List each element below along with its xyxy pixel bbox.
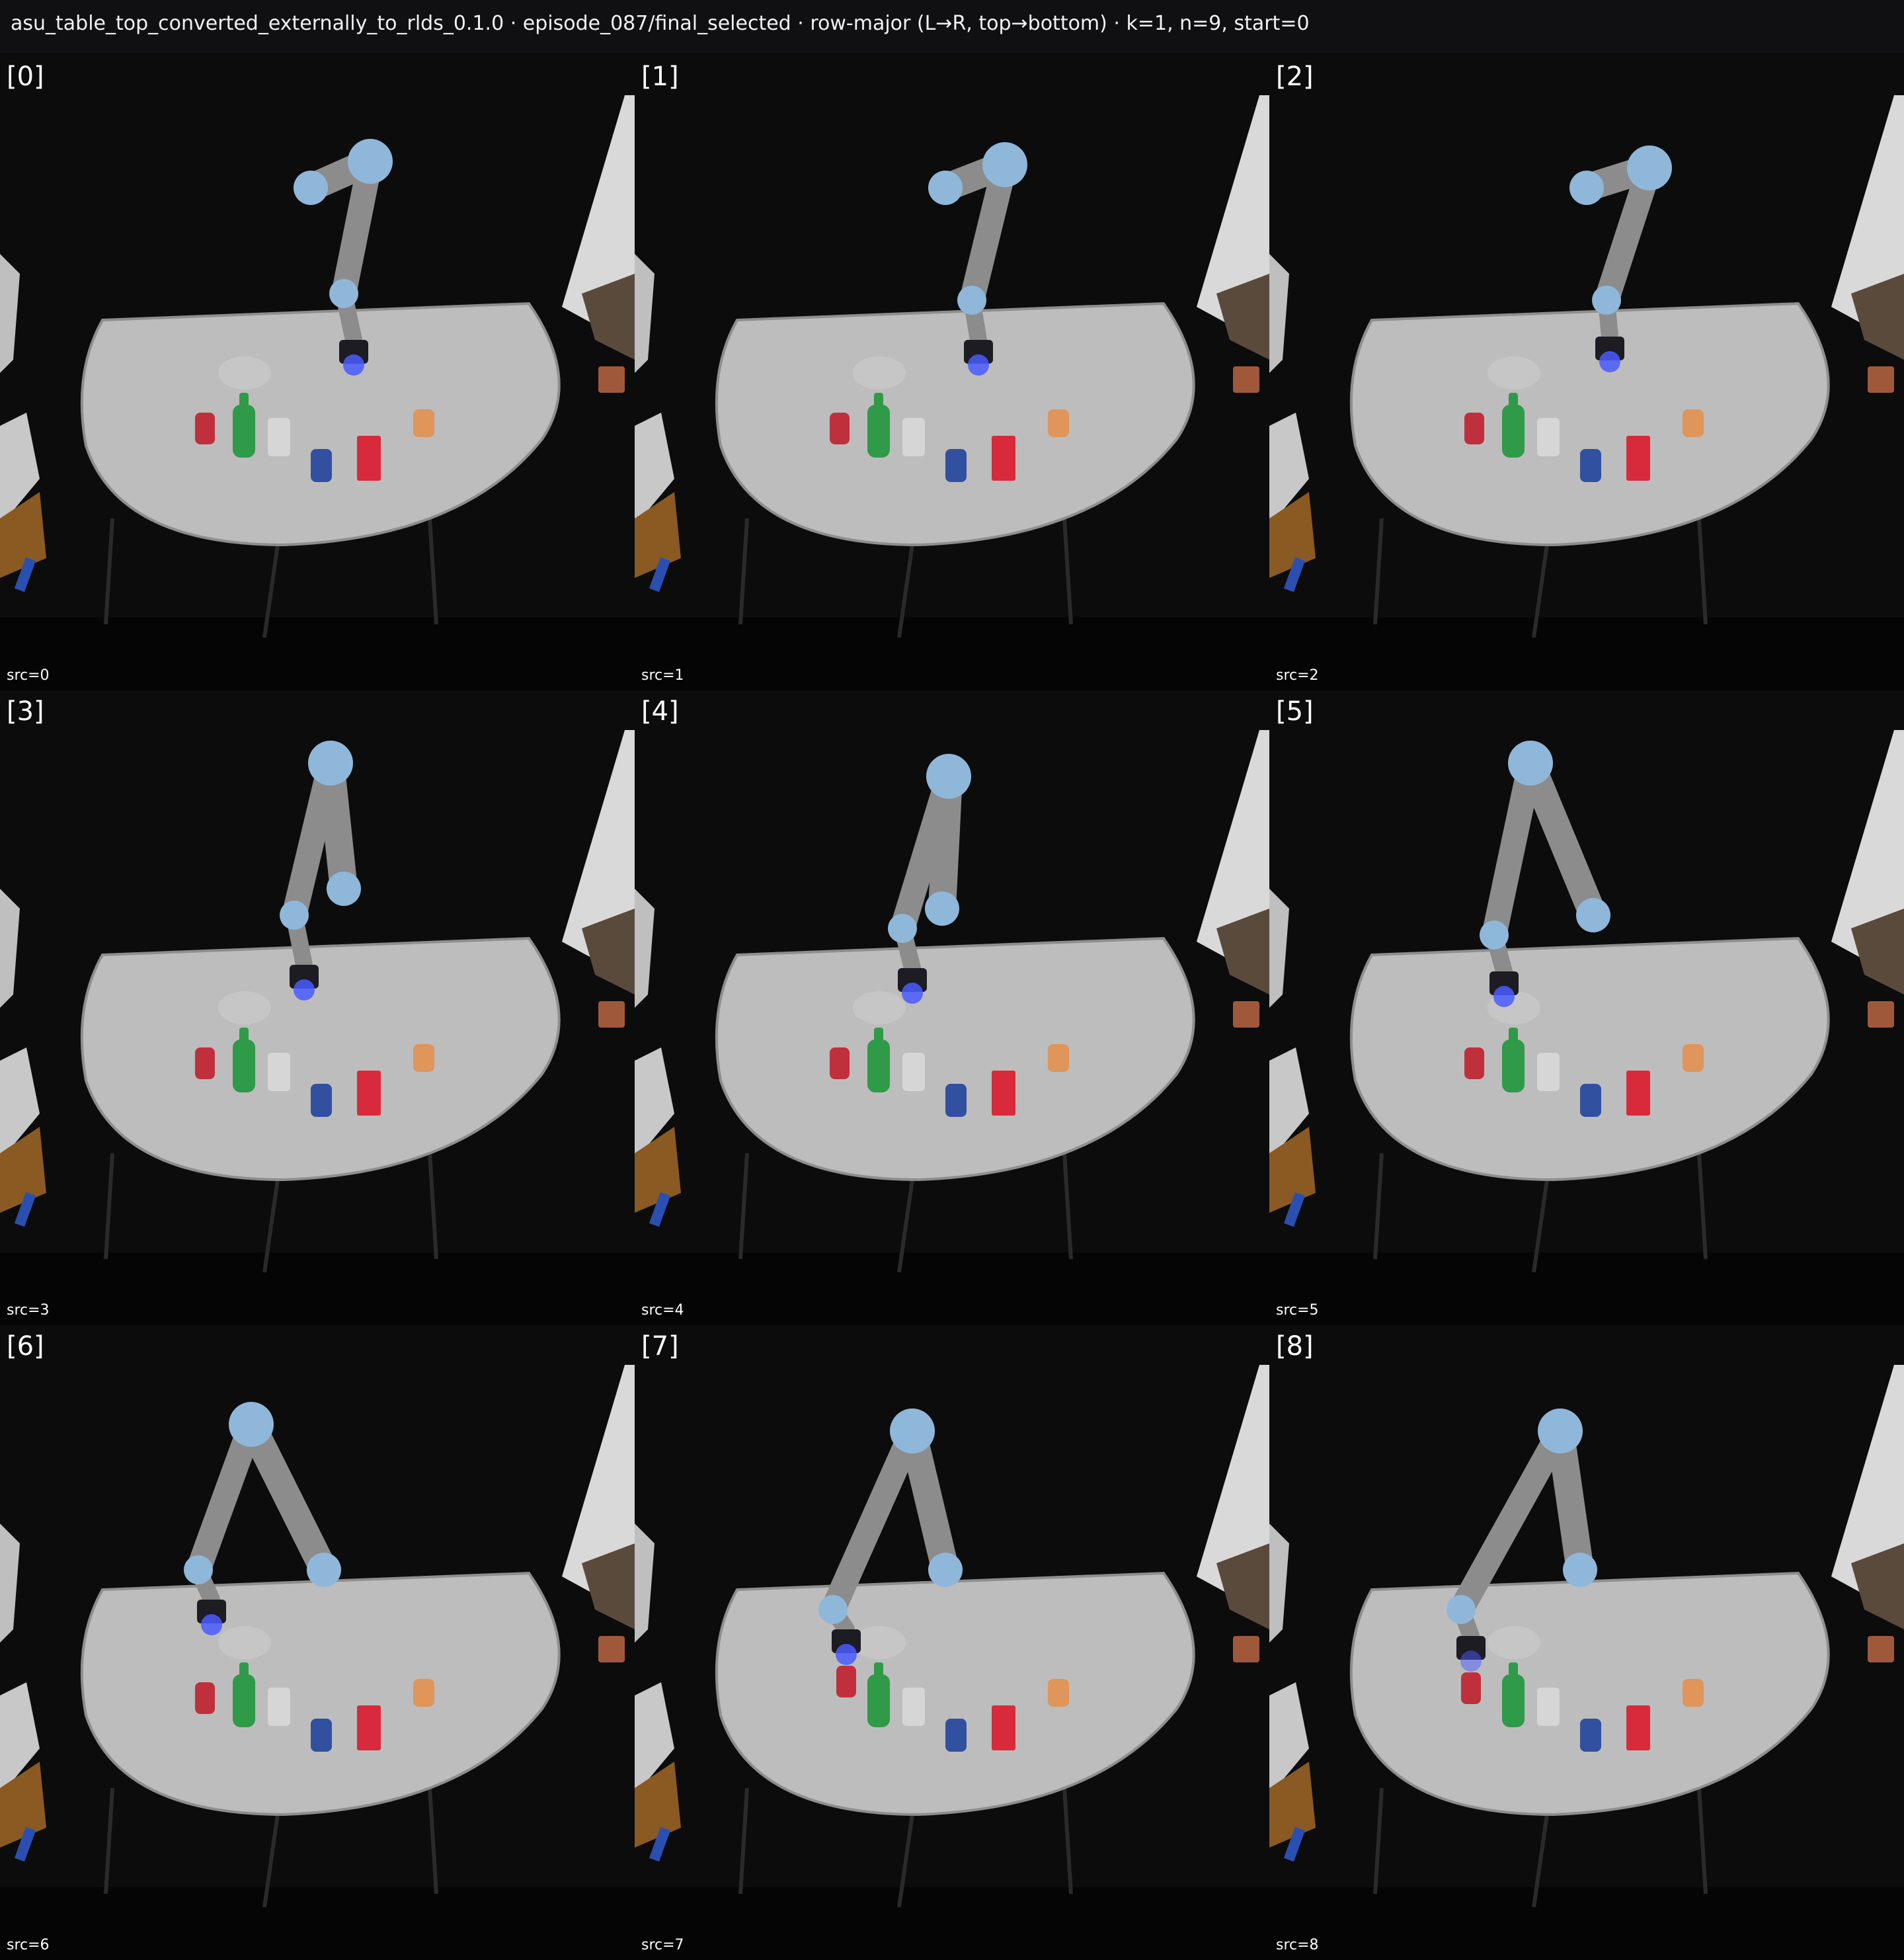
frame-src-label: src=5 <box>1276 1302 1319 1319</box>
frame-cell: [0] src=0 <box>0 56 635 690</box>
frame-src-label: src=6 <box>7 1937 50 1953</box>
frame-index-label: [5] <box>1276 696 1314 727</box>
frame-cell: [2] src=2 <box>1269 56 1904 690</box>
frame-src-label: src=7 <box>641 1937 684 1953</box>
frame-src-label: src=8 <box>1276 1937 1319 1953</box>
frame-src-label: src=2 <box>1276 667 1319 684</box>
frame-src-label: src=1 <box>641 667 684 684</box>
frame-cell: [4] src=4 <box>635 690 1269 1325</box>
title-bar: asu_table_top_converted_externally_to_rl… <box>0 0 1904 53</box>
frame-cell: [5] src=5 <box>1269 690 1904 1325</box>
frame-index-label: [6] <box>7 1331 44 1362</box>
frame-cell: [6] src=6 <box>0 1325 635 1960</box>
frame-index-label: [4] <box>641 696 679 727</box>
frame-src-label: src=0 <box>7 667 50 684</box>
frame-index-label: [2] <box>1276 61 1314 92</box>
frame-src-label: src=3 <box>7 1302 50 1319</box>
frame-cell: [7] src=7 <box>635 1325 1269 1960</box>
frame-cell: [3] src=3 <box>0 690 635 1325</box>
frame-src-label: src=4 <box>641 1302 684 1319</box>
frame-cell: [1] src=1 <box>635 56 1269 690</box>
frame-index-label: [3] <box>7 696 44 727</box>
frame-index-label: [8] <box>1276 1331 1314 1362</box>
frame-cell: [8] src=8 <box>1269 1325 1904 1960</box>
frame-index-label: [7] <box>641 1331 679 1362</box>
frame-index-label: [0] <box>7 61 44 92</box>
grid-title: asu_table_top_converted_externally_to_rl… <box>11 12 1310 35</box>
frame-index-label: [1] <box>641 61 679 92</box>
